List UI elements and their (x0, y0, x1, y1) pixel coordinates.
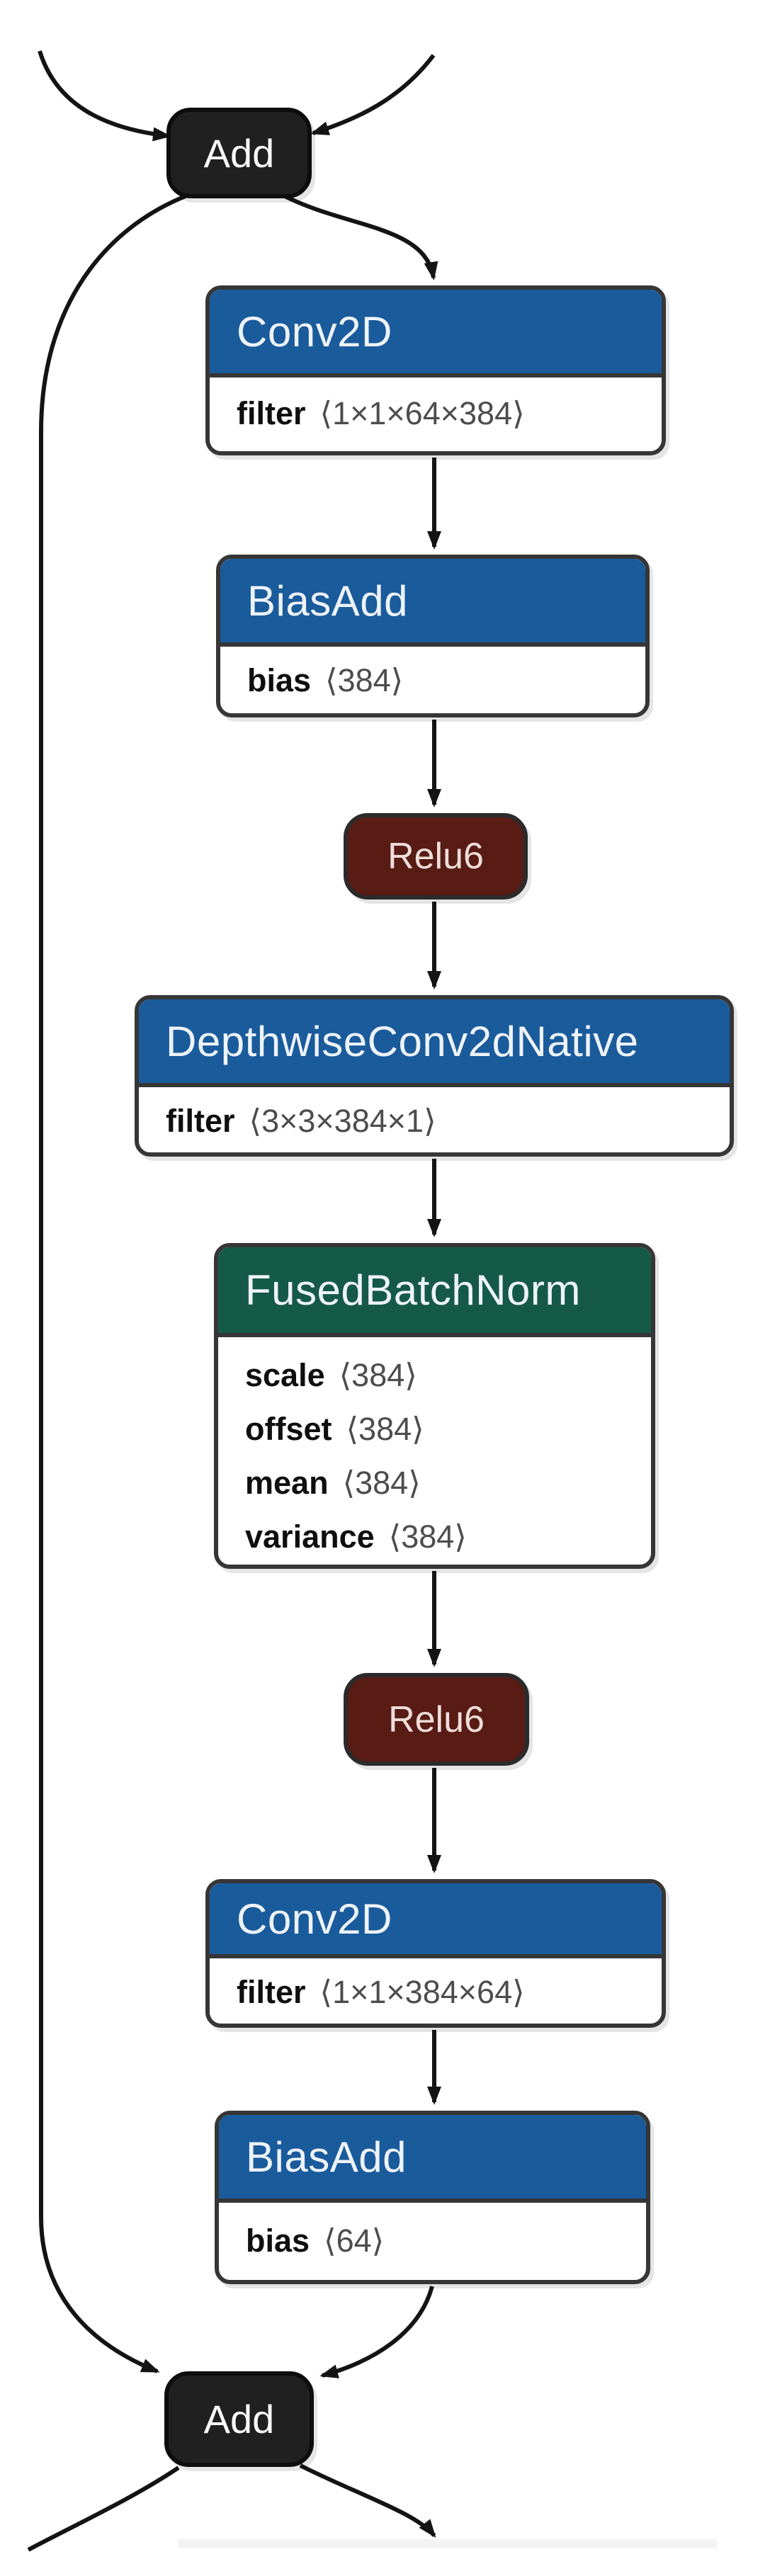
param-key: bias (247, 662, 312, 698)
node-conv2d-1[interactable]: Conv2D filter ⟨1×1×64×384⟩ (205, 285, 666, 455)
node-title: BiasAdd (246, 2133, 407, 2181)
node-header: FusedBatchNorm (218, 1247, 651, 1337)
node-biasadd-1[interactable]: BiasAdd bias ⟨384⟩ (216, 555, 650, 717)
param-key: variance (245, 1519, 375, 1555)
edge-addtop-conv1 (282, 193, 438, 280)
node-fused-batch-norm[interactable]: FusedBatchNorm scale ⟨384⟩ offset ⟨384⟩ … (214, 1243, 655, 1569)
node-add-bottom[interactable]: Add (164, 2371, 314, 2467)
param-row: offset ⟨384⟩ (245, 1402, 637, 1456)
node-params: filter ⟨3×3×384×1⟩ (139, 1087, 730, 1152)
node-relu6-1[interactable]: Relu6 (344, 813, 528, 900)
param-value: ⟨384⟩ (325, 662, 404, 698)
param-row: bias ⟨384⟩ (247, 654, 631, 708)
next-node-sliver (179, 2539, 717, 2548)
edge-in-left (38, 50, 171, 142)
param-row: filter ⟨1×1×64×384⟩ (237, 387, 647, 441)
node-params: filter ⟨1×1×384×64⟩ (210, 1958, 662, 2024)
param-key: filter (237, 1974, 306, 2010)
param-row: mean ⟨384⟩ (245, 1456, 637, 1510)
param-key: bias (246, 2222, 310, 2259)
param-row: scale ⟨384⟩ (245, 1349, 637, 1402)
node-depthwise-conv[interactable]: DepthwiseConv2dNative filter ⟨3×3×384×1⟩ (135, 995, 734, 1157)
node-title: Relu6 (388, 1698, 485, 1740)
node-title: Add (203, 2397, 275, 2441)
node-title: DepthwiseConv2dNative (166, 1017, 639, 1065)
param-key: scale (245, 1357, 325, 1393)
edge-out-bottom-left (27, 2466, 180, 2552)
edge-skip-connection (39, 194, 187, 2373)
param-value: ⟨64⟩ (324, 2222, 385, 2259)
param-value: ⟨384⟩ (388, 1519, 467, 1555)
edge-bias2-addbot (319, 2286, 434, 2378)
edge-in-right (310, 54, 436, 135)
node-header: Conv2D (210, 1883, 662, 1958)
param-row: filter ⟨1×1×384×64⟩ (237, 1965, 647, 2019)
param-value: ⟨384⟩ (339, 1357, 417, 1393)
node-header: Conv2D (210, 290, 662, 378)
node-params: bias ⟨64⟩ (219, 2203, 646, 2280)
node-relu6-2[interactable]: Relu6 (344, 1673, 529, 1766)
param-value: ⟨384⟩ (346, 1411, 424, 1447)
param-value: ⟨1×1×64×384⟩ (319, 395, 525, 431)
node-add-top[interactable]: Add (166, 108, 312, 198)
param-row: variance ⟨384⟩ (245, 1510, 637, 1564)
param-value: ⟨3×3×384×1⟩ (249, 1103, 436, 1139)
param-key: filter (166, 1103, 235, 1139)
param-key: mean (245, 1465, 329, 1501)
param-value: ⟨1×1×384×64⟩ (319, 1974, 525, 2010)
node-header: BiasAdd (220, 559, 645, 647)
node-title: FusedBatchNorm (245, 1266, 581, 1314)
node-title: Relu6 (387, 836, 484, 877)
param-key: filter (237, 395, 306, 431)
node-title: Add (203, 130, 275, 176)
node-params: bias ⟨384⟩ (220, 647, 645, 713)
edge-out-bottom-right (299, 2463, 436, 2538)
param-row: filter ⟨3×3×384×1⟩ (166, 1094, 715, 1148)
node-params: filter ⟨1×1×64×384⟩ (210, 378, 662, 451)
node-biasadd-2[interactable]: BiasAdd bias ⟨64⟩ (215, 2111, 650, 2284)
node-header: DepthwiseConv2dNative (139, 999, 730, 1087)
node-header: BiasAdd (219, 2115, 646, 2203)
node-title: Conv2D (237, 1895, 392, 1943)
node-params: scale ⟨384⟩ offset ⟨384⟩ mean ⟨384⟩ vari… (218, 1337, 651, 1565)
param-value: ⟨384⟩ (342, 1465, 421, 1501)
param-row: bias ⟨64⟩ (246, 2214, 632, 2268)
param-key: offset (245, 1411, 332, 1447)
node-title: BiasAdd (247, 577, 408, 625)
node-conv2d-2[interactable]: Conv2D filter ⟨1×1×384×64⟩ (205, 1879, 666, 2028)
node-title: Conv2D (237, 307, 392, 356)
